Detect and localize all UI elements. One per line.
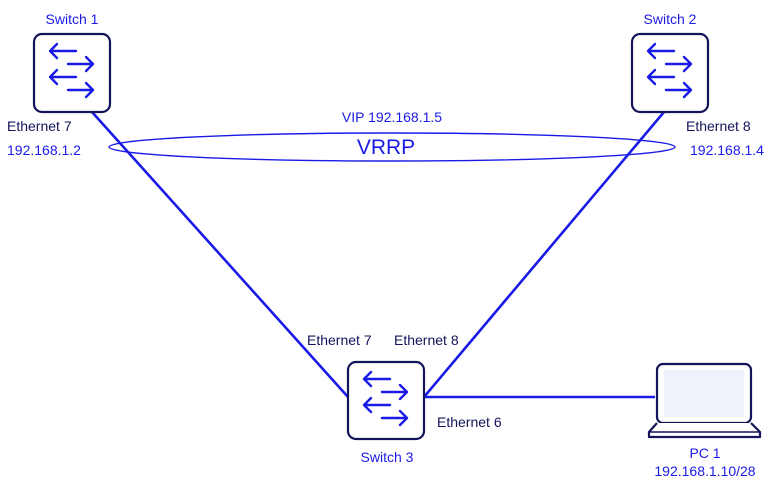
pc-1-name: PC 1 xyxy=(689,445,721,461)
laptop-base xyxy=(647,422,762,439)
pc-1-ip-label: 192.168.1.10/28 xyxy=(654,463,756,479)
switch-1-ip-label: 192.168.1.2 xyxy=(7,142,81,158)
switch-2[interactable] xyxy=(630,32,710,114)
switch-3[interactable] xyxy=(346,360,426,441)
switch-1-name: Switch 1 xyxy=(45,11,99,27)
vrrp-label: VRRP xyxy=(356,136,416,159)
pc-1[interactable] xyxy=(647,362,762,439)
vrrp-group-ellipse xyxy=(108,132,676,162)
link-switch2-switch3 xyxy=(423,111,665,398)
switch-3-box xyxy=(346,360,426,441)
switch-1-box xyxy=(32,32,112,114)
laptop-icon xyxy=(647,362,762,439)
switch-2-ip-label: 192.168.1.4 xyxy=(690,142,764,158)
vip-label: VIP 192.168.1.5 xyxy=(341,109,443,125)
switch-1-port-label: Ethernet 7 xyxy=(7,118,72,134)
switch-3-name: Switch 3 xyxy=(360,449,414,465)
switch-1[interactable] xyxy=(32,32,112,114)
switch-2-port-label: Ethernet 8 xyxy=(686,118,751,134)
switch-3-port-8-label: Ethernet 8 xyxy=(394,332,459,348)
laptop-display xyxy=(664,370,744,417)
switch-3-port-7-label: Ethernet 7 xyxy=(307,332,372,348)
switch-2-name: Switch 2 xyxy=(643,11,697,27)
switch-3-port-6-label: Ethernet 6 xyxy=(437,414,502,430)
switch-2-box xyxy=(630,32,710,114)
link-switch1-switch3 xyxy=(91,111,349,398)
